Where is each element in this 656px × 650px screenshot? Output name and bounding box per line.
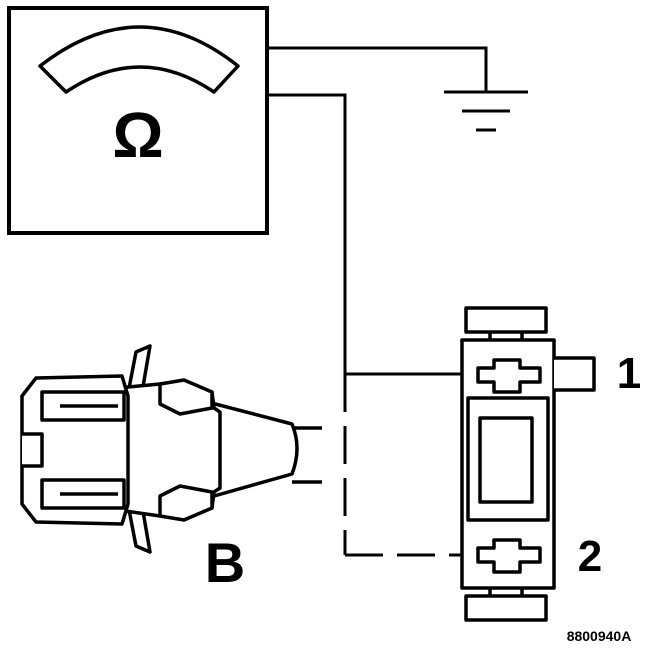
connector-label: B <box>205 531 245 594</box>
ground-circuit <box>267 46 528 132</box>
connector-housing-top-step <box>158 378 214 416</box>
terminal-2-socket <box>476 538 542 574</box>
terminal-1-socket <box>476 358 542 394</box>
component-switch <box>460 306 596 622</box>
figure-id: 8800940A <box>567 628 632 644</box>
dashed-lead <box>343 374 476 557</box>
ground-wire <box>267 46 488 92</box>
component-bottom-cap <box>464 594 548 622</box>
terminal-1-label: 1 <box>617 349 641 398</box>
component-side-tab <box>554 356 596 392</box>
ohmmeter: Ω <box>7 6 269 235</box>
test-lead-wire <box>267 93 476 376</box>
connector-b <box>20 344 322 554</box>
meter-scale-arc <box>38 25 240 94</box>
terminal-2-label: 2 <box>578 532 602 581</box>
component-window <box>478 416 534 504</box>
connector-housing-bottom-step <box>158 484 214 522</box>
connector-boot <box>198 398 299 502</box>
component-top-cap <box>464 306 548 334</box>
ohm-symbol: Ω <box>112 99 163 171</box>
connector-notch <box>22 432 44 468</box>
